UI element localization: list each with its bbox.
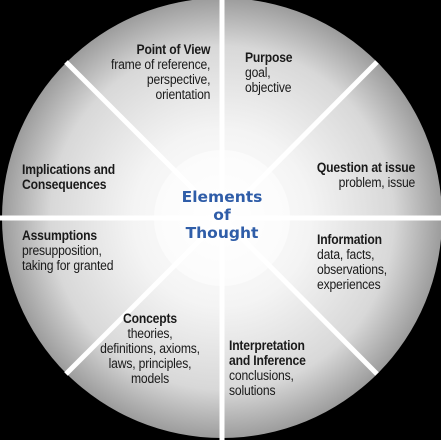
concepts-line-4: models: [130, 371, 170, 387]
concepts-line-2: definitions, axioms,: [100, 341, 200, 357]
concepts-title: Concepts: [123, 311, 177, 326]
interpretation-line-1: conclusions,: [229, 368, 294, 384]
assumptions-title: Assumptions: [22, 228, 97, 243]
question-title: Question at issue: [316, 160, 415, 175]
purpose-line-2: objective: [245, 80, 292, 96]
segment-point-of-view: Point of View frame of reference, perspe…: [111, 42, 210, 102]
center-glow: [154, 150, 290, 286]
information-line-2: observations,: [317, 262, 387, 278]
center-title-line-3: Thought: [185, 223, 259, 242]
point-of-view-line-2: perspective,: [146, 72, 211, 88]
concepts-line-3: laws, principles,: [108, 356, 192, 372]
segment-question-at-issue: Question at issue problem, issue: [317, 160, 415, 190]
interpretation-line-2: solutions: [229, 383, 276, 399]
segment-concepts: Concepts theories, definitions, axioms, …: [92, 311, 207, 387]
center-title-line-1: Elements: [181, 188, 263, 206]
information-title: Information: [317, 232, 382, 247]
implications-title-line-2: Consequences: [22, 177, 107, 193]
assumptions-line-1: presupposition,: [22, 243, 102, 259]
segment-interpretation: Interpretation and Inference conclusions…: [229, 338, 306, 398]
purpose-title: Purpose: [245, 50, 293, 65]
segment-purpose: Purpose goal, objective: [245, 50, 293, 96]
center-title: Elements of Thought: [170, 188, 274, 242]
segment-information: Information data, facts, observations, e…: [317, 232, 387, 292]
interpretation-title-line-2: and Inference: [229, 353, 306, 369]
center-title-line-2: of: [213, 205, 231, 224]
purpose-line-1: goal,: [245, 65, 271, 81]
implications-title-line-1: Implications and: [22, 162, 115, 177]
segment-assumptions: Assumptions presupposition, taking for g…: [22, 228, 114, 274]
assumptions-line-2: taking for granted: [22, 258, 114, 274]
point-of-view-line-3: orientation: [155, 87, 210, 103]
interpretation-title-line-1: Interpretation: [229, 338, 305, 353]
point-of-view-line-1: frame of reference,: [110, 57, 210, 73]
segment-implications: Implications and Consequences: [22, 162, 115, 192]
point-of-view-title: Point of View: [136, 42, 210, 57]
concepts-line-1: theories,: [127, 326, 173, 342]
information-line-3: experiences: [317, 277, 381, 293]
information-line-1: data, facts,: [317, 247, 375, 263]
question-line-1: problem, issue: [338, 175, 416, 191]
